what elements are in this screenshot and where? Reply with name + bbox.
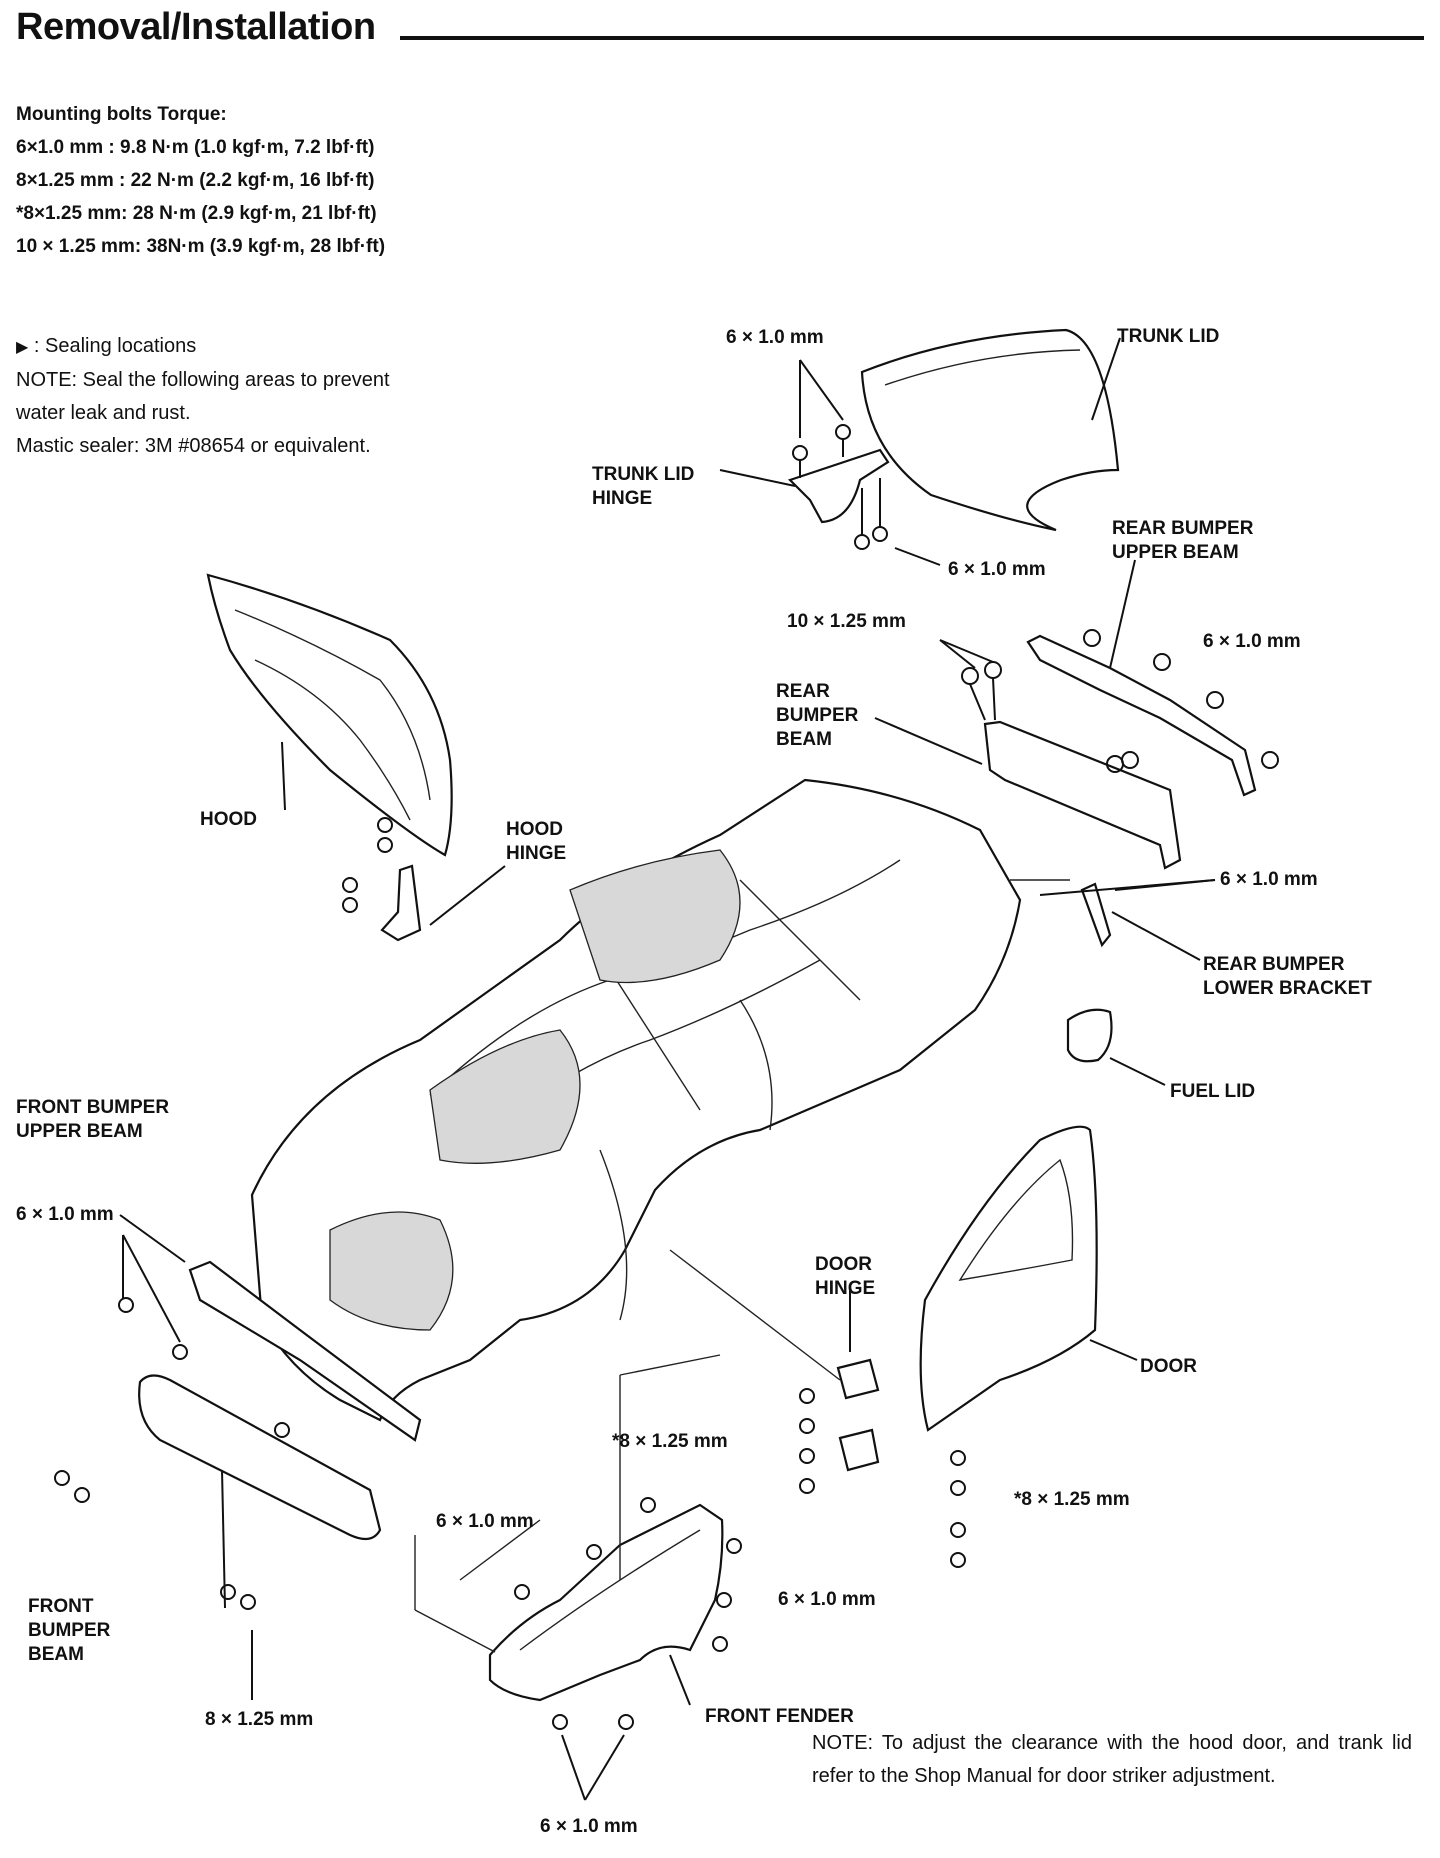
- hood-hinge-part: [380, 864, 422, 942]
- label-front-bumper-beam-line2: BUMPER: [28, 1620, 111, 1641]
- label-rear-bumper-beam-line1: REAR: [776, 681, 830, 702]
- hood-hinge-bolts: [342, 817, 393, 913]
- rear-bumper-beam-part: [983, 720, 1182, 870]
- label-rear-bumper-beam-line3: BEAM: [776, 729, 832, 750]
- label-door-hinge-line1: DOOR: [815, 1254, 872, 1275]
- mastic-sealer: Mastic sealer: 3M #08654 or equivalent.: [16, 435, 371, 457]
- front-beam-bolts: [54, 1470, 256, 1610]
- rear-upper-nuts: [1083, 629, 1279, 769]
- label-rear-bumper-beam: REAR BUMPER BEAM: [776, 680, 858, 752]
- dashed-guide-lines: [414, 879, 1070, 1653]
- sealing-triangle-icon: ▶: [16, 339, 29, 356]
- label-trunk-lid-hinge: TRUNK LID HINGE: [592, 463, 694, 511]
- trunk-hinge-bolts: [792, 424, 888, 550]
- sealing-note-block: ▶ : Sealing locations NOTE: Seal the fol…: [16, 330, 390, 463]
- label-door-hinge: DOOR HINGE: [815, 1253, 875, 1301]
- trunk-lid-hinge-part: [787, 448, 890, 524]
- label-front-bumper-upper-beam-line2: UPPER BEAM: [16, 1121, 143, 1142]
- label-bolt-8x125-star-left: *8 × 1.25 mm: [612, 1431, 728, 1452]
- label-bolt-6x1-trunk-hinge: 6 × 1.0 mm: [948, 559, 1046, 580]
- fuel-lid-part: [1066, 1008, 1113, 1063]
- label-door-hinge-line2: HINGE: [815, 1278, 876, 1299]
- door-hinge-bolts: [799, 1388, 966, 1568]
- label-bolt-8x125-star-right: *8 × 1.25 mm: [1014, 1489, 1130, 1510]
- front-fender-part: [488, 1503, 724, 1702]
- torque-row: *8×1.25 mm: 28 N·m (2.9 kgf·m, 21 lbf·ft…: [16, 203, 377, 224]
- sealing-note: NOTE: Seal the following areas to preven…: [16, 369, 390, 391]
- sealing-legend-text: : Sealing locations: [33, 335, 197, 357]
- rear-bumper-upper-beam-part: [1026, 634, 1257, 797]
- rear-beam-bolts: [961, 661, 1139, 773]
- page-title: Removal/Installation: [16, 6, 386, 49]
- label-bolt-10x125: 10 × 1.25 mm: [787, 611, 906, 632]
- title-rule: [400, 36, 1424, 40]
- label-trunk-lid-hinge-line1: TRUNK LID: [592, 464, 695, 485]
- label-front-bumper-upper-beam-line1: FRONT BUMPER: [16, 1097, 170, 1118]
- label-front-bumper-beam-line3: BEAM: [28, 1644, 84, 1665]
- door-part: [919, 1125, 1098, 1432]
- torque-spec-block: Mounting bolts Torque: 6×1.0 mm : 9.8 N·…: [16, 98, 385, 263]
- front-bumper-upper-beam-part: [188, 1260, 422, 1442]
- label-rear-bumper-upper-beam: REAR BUMPER UPPER BEAM: [1112, 517, 1253, 565]
- label-rear-bumper-beam-line2: BUMPER: [776, 705, 859, 726]
- label-bolt-8x125-bottom: 8 × 1.25 mm: [205, 1709, 314, 1730]
- label-front-bumper-upper-beam: FRONT BUMPER UPPER BEAM: [16, 1096, 169, 1144]
- label-rear-bumper-lower-bracket-line2: LOWER BRACKET: [1203, 978, 1372, 999]
- torque-row: 10 × 1.25 mm: 38N·m (3.9 kgf·m, 28 lbf·f…: [16, 236, 386, 257]
- label-rear-bumper-lower-bracket-line1: REAR BUMPER: [1203, 954, 1345, 975]
- leader-lines: [119, 337, 1216, 1801]
- sealing-note-2: water leak and rust.: [16, 402, 191, 424]
- label-fuel-lid: FUEL LID: [1170, 1081, 1256, 1102]
- label-trunk-lid: TRUNK LID: [1117, 326, 1220, 347]
- rear-bumper-lower-bracket-part: [1080, 882, 1112, 948]
- label-bolt-6x1-rear-mid: 6 × 1.0 mm: [1220, 869, 1318, 890]
- label-hood-hinge-line1: HOOD: [506, 819, 563, 840]
- front-bumper-beam-part: [138, 1374, 382, 1541]
- label-trunk-lid-hinge-line2: HINGE: [592, 488, 653, 509]
- label-rear-bumper-upper-beam-line1: REAR BUMPER: [1112, 518, 1254, 539]
- label-front-bumper-beam-line1: FRONT: [28, 1596, 94, 1617]
- torque-row: 6×1.0 mm : 9.8 N·m (1.0 kgf·m, 7.2 lbf·f…: [16, 137, 375, 158]
- label-hood-hinge-line2: HINGE: [506, 843, 567, 864]
- front-upper-bolts: [118, 1297, 290, 1438]
- label-bolt-6x1-bottom: 6 × 1.0 mm: [540, 1816, 638, 1837]
- label-bolt-6x1-trunk-top: 6 × 1.0 mm: [726, 327, 824, 348]
- label-hood: HOOD: [200, 809, 257, 830]
- fender-bolts: [514, 1497, 742, 1730]
- label-bolt-6x1-fender-top: 6 × 1.0 mm: [436, 1511, 534, 1532]
- torque-heading: Mounting bolts Torque:: [16, 104, 227, 125]
- label-bolt-6x1-fender-right: 6 × 1.0 mm: [778, 1589, 876, 1610]
- label-front-fender: FRONT FENDER: [705, 1706, 854, 1727]
- bottom-note: NOTE: To adjust the clearance with the h…: [812, 1732, 1412, 1787]
- label-bolt-6x1-front: 6 × 1.0 mm: [16, 1204, 114, 1225]
- label-hood-hinge: HOOD HINGE: [506, 818, 566, 866]
- torque-row: 8×1.25 mm : 22 N·m (2.2 kgf·m, 16 lbf·ft…: [16, 170, 375, 191]
- label-front-bumper-beam: FRONT BUMPER BEAM: [28, 1595, 110, 1667]
- label-rear-bumper-upper-beam-line2: UPPER BEAM: [1112, 542, 1239, 563]
- door-hinge-upper-part: [836, 1358, 880, 1400]
- sealing-legend: ▶ : Sealing locations: [16, 330, 390, 364]
- label-door: DOOR: [1140, 1356, 1197, 1377]
- label-bolt-6x1-rear-upper: 6 × 1.0 mm: [1203, 631, 1301, 652]
- trunk-lid-part: [860, 328, 1120, 532]
- label-rear-bumper-lower-bracket: REAR BUMPER LOWER BRACKET: [1203, 953, 1372, 1001]
- door-hinge-lower-part: [838, 1428, 880, 1472]
